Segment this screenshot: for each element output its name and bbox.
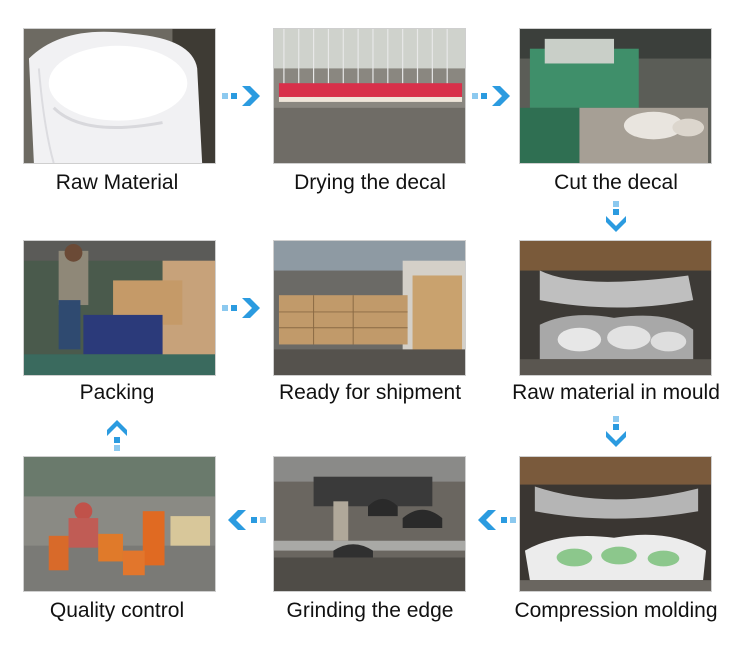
quality-control-photo: [23, 456, 216, 592]
arrow-right-icon: [472, 86, 510, 106]
raw-material-photo: [23, 28, 216, 164]
arrow-up-icon: [107, 420, 127, 451]
packing-photo: [23, 240, 216, 376]
step-label-raw-material-in-mould: Raw material in mould: [512, 381, 720, 404]
arrow-down-icon: [606, 416, 626, 447]
arrow-right-icon: [222, 86, 260, 106]
compression-molding-photo: [519, 456, 712, 592]
step-label-quality-control: Quality control: [49, 599, 185, 622]
step-label-drying-decal: Drying the decal: [294, 171, 446, 194]
cut-decal-photo: [519, 28, 712, 164]
arrow-left-icon: [222, 298, 260, 318]
step-label-ready-for-shipment: Ready for shipment: [278, 381, 462, 404]
ready-for-shipment-photo: [273, 240, 466, 376]
step-label-compression-molding: Compression molding: [514, 599, 718, 622]
grinding-edge-photo: [273, 456, 466, 592]
step-label-grinding-edge: Grinding the edge: [286, 599, 454, 622]
raw-material-in-mould-photo: [519, 240, 712, 376]
step-label-packing: Packing: [79, 381, 155, 404]
step-label-cut-decal: Cut the decal: [554, 171, 678, 194]
arrow-left-icon: [228, 510, 266, 530]
drying-decal-photo: [273, 28, 466, 164]
arrow-down-icon: [606, 201, 626, 232]
step-label-raw-material: Raw Material: [55, 171, 179, 194]
arrow-left-icon: [478, 510, 516, 530]
